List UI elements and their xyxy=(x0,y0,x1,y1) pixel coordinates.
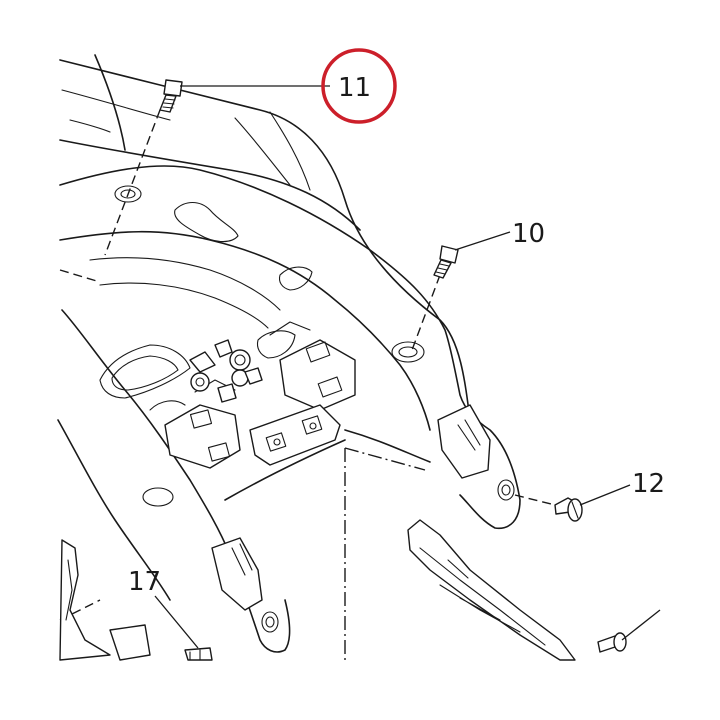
bolt-11 xyxy=(159,79,183,113)
screw-12 xyxy=(554,497,583,522)
callout-label-11: 11 xyxy=(338,73,371,103)
panel-recesses xyxy=(99,201,313,411)
callout-label-12: 12 xyxy=(632,469,665,499)
leader-lines xyxy=(154,85,661,649)
side-cover-part xyxy=(407,519,576,661)
bolt-10 xyxy=(433,245,459,279)
upper-body-panel xyxy=(59,54,471,421)
mounting-brackets xyxy=(164,321,491,611)
assembly-lines xyxy=(59,109,556,660)
callout-label-10: 10 xyxy=(512,219,545,249)
highlight-ring xyxy=(321,48,397,124)
lower-left-bracket xyxy=(59,539,213,661)
seat-frame-panel xyxy=(57,165,521,653)
retaining-clips xyxy=(189,339,263,403)
callout-label-17: 17 xyxy=(128,567,161,597)
screw-lower-right xyxy=(597,632,627,653)
callout-11: 11 xyxy=(321,48,397,124)
